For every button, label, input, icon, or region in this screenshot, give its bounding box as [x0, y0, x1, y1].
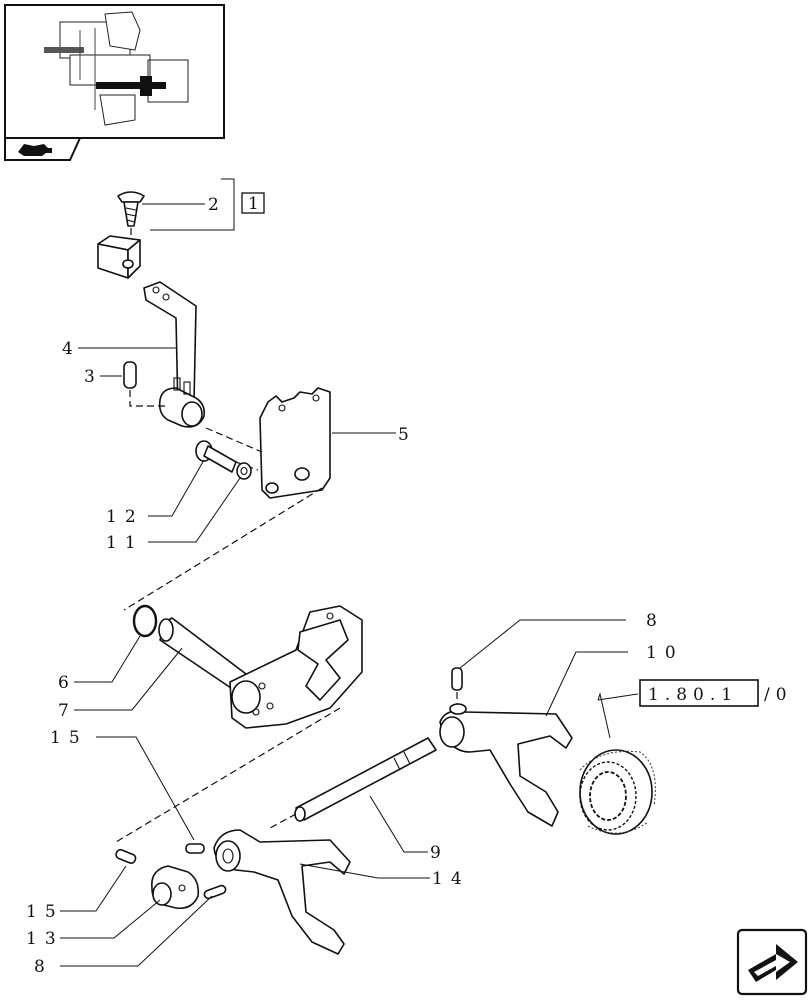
stop-collar-part[interactable] [151, 865, 200, 910]
cross-reference[interactable]: 1.80.1 /0 [639, 679, 793, 707]
dowel-pin-lower-part[interactable] [115, 848, 137, 865]
callout-2[interactable]: 2 [208, 195, 227, 215]
cover-plate-part[interactable] [123, 387, 331, 611]
fork-pin-part[interactable] [451, 667, 463, 710]
cross-ref-number: 1.80.1 [648, 685, 738, 705]
callout-10[interactable]: 10 [646, 643, 684, 663]
selector-rod-part[interactable] [269, 737, 437, 829]
callout-15-lower[interactable]: 15 [26, 902, 64, 922]
next-page-button[interactable] [736, 928, 808, 996]
shift-fork-upper-part[interactable] [439, 703, 573, 827]
thumbnail-frame [4, 4, 225, 139]
cross-ref-suffix: /0 [764, 685, 793, 705]
callout-5[interactable]: 5 [398, 425, 417, 445]
callout-9[interactable]: 9 [430, 843, 449, 863]
washer-part[interactable] [236, 462, 252, 480]
selector-shaft-part[interactable] [115, 605, 363, 843]
o-ring-part[interactable] [132, 604, 158, 638]
next-page-arrow-icon [748, 944, 798, 982]
callout-7[interactable]: 7 [58, 701, 77, 721]
screw-part[interactable] [117, 191, 145, 250]
callout-8-lower[interactable]: 8 [34, 957, 53, 977]
callout-3[interactable]: 3 [84, 367, 103, 387]
coupling-sleeve-part[interactable] [579, 749, 656, 835]
callout-13[interactable]: 13 [26, 929, 64, 949]
callout-labels: 2 4 3 5 12 11 8 10 6 7 15 9 14 15 13 8 [26, 195, 684, 977]
dowel-pin-upper-part[interactable] [185, 843, 205, 854]
tractor-nav-icon [18, 144, 52, 156]
pin-part[interactable] [123, 361, 166, 407]
callout-8-upper[interactable]: 8 [646, 611, 665, 631]
callout-12[interactable]: 12 [106, 507, 144, 527]
kit-ref-number: 1 [248, 194, 265, 214]
callout-11[interactable]: 11 [106, 533, 144, 553]
shift-fork-lower-part[interactable] [213, 829, 351, 955]
bolt-part[interactable] [195, 440, 259, 473]
leader-lines [60, 203, 639, 967]
callout-15-upper[interactable]: 15 [50, 728, 88, 748]
callout-4[interactable]: 4 [62, 339, 81, 359]
callout-6[interactable]: 6 [58, 673, 77, 693]
callout-14[interactable]: 14 [432, 869, 470, 889]
kit-bracket: 1 [150, 178, 265, 231]
nav-tab[interactable] [4, 137, 82, 161]
retaining-block-part[interactable] [97, 235, 141, 279]
collar-pin-part[interactable] [203, 884, 227, 900]
lever-part[interactable] [143, 281, 206, 428]
assembly-thumbnail-icon [44, 11, 189, 126]
